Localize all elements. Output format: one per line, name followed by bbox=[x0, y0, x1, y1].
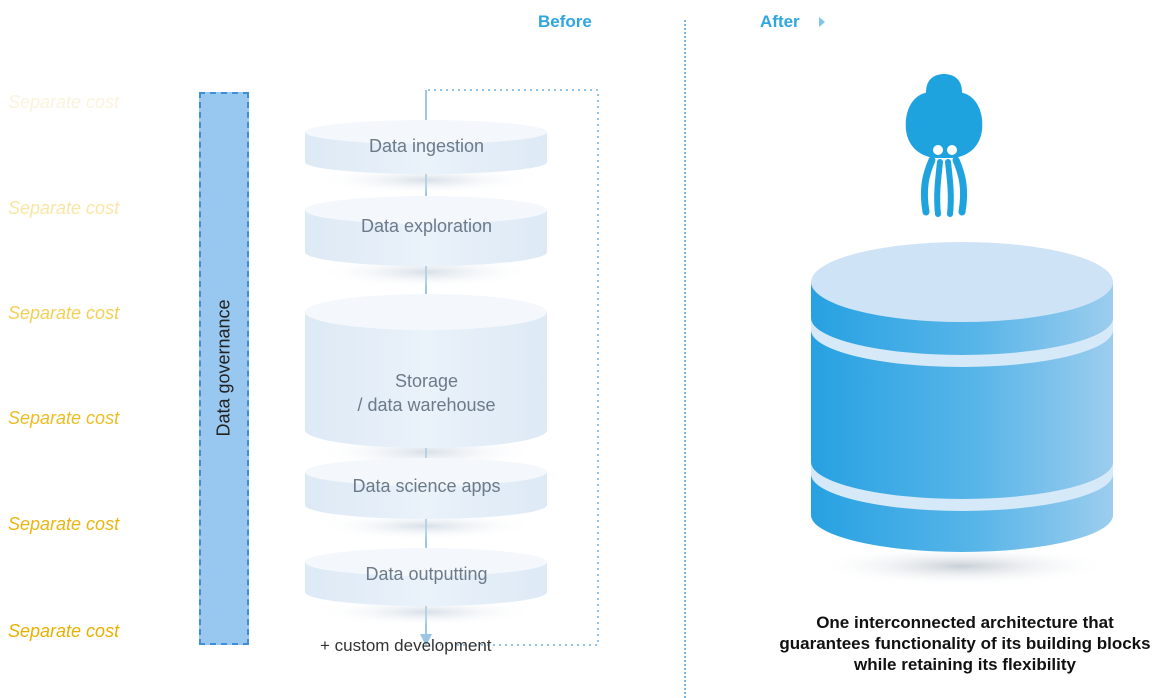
stage-label-exploration: Data exploration bbox=[360, 216, 493, 236]
stage-disk-storage bbox=[305, 312, 547, 448]
separate-cost-label: Separate cost bbox=[8, 408, 120, 428]
stage-label-outputting: Data outputting bbox=[365, 564, 488, 584]
data-governance-bar bbox=[199, 92, 249, 645]
separate-cost-label: Separate cost bbox=[8, 198, 120, 218]
pipeline-diagram bbox=[305, 89, 599, 646]
stage-label-science: Data science apps bbox=[352, 476, 501, 496]
after-diagram bbox=[811, 74, 1113, 586]
architecture-caption: One interconnected architecture that gua… bbox=[779, 613, 1151, 674]
stage-disk-exploration bbox=[305, 210, 547, 266]
stage-label-storage: Storage / data warehouse bbox=[357, 371, 496, 415]
after-header: After bbox=[760, 12, 800, 31]
octopus-mascot-icon bbox=[905, 74, 983, 217]
separate-cost-label: Separate cost bbox=[8, 514, 120, 534]
database-icon bbox=[811, 242, 1113, 552]
separate-cost-label: Separate cost bbox=[8, 92, 120, 112]
before-header: Before bbox=[538, 12, 592, 31]
separate-cost-label: Separate cost bbox=[8, 621, 120, 641]
flow-arrow-icon bbox=[420, 634, 432, 646]
custom-development-label: + custom development bbox=[320, 636, 492, 655]
arrow-right-icon bbox=[819, 17, 825, 27]
bracket-line bbox=[428, 89, 599, 646]
stage-disk-ingestion bbox=[305, 132, 547, 174]
separate-cost-label: Separate cost bbox=[8, 303, 120, 323]
stage-label-ingestion: Data ingestion bbox=[368, 136, 485, 156]
before-after-divider bbox=[684, 20, 686, 698]
